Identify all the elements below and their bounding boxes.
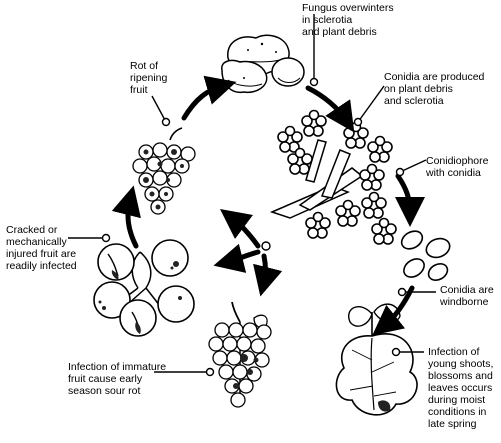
label-fungus-overwinters: Fungus overwinters in sclerotia and plan… <box>302 2 394 38</box>
plant-debris-conidia-illustration <box>272 111 396 245</box>
conidia-illustration <box>398 228 452 284</box>
immature-cluster-illustration <box>209 302 271 407</box>
arrow-conidia-to-spores <box>398 176 410 212</box>
arrow-cracked-to-ripe <box>128 200 136 246</box>
sclerotia-illustration <box>222 35 304 92</box>
label-conidiophore: Conidiophore with conidia <box>426 155 488 179</box>
label-infection-immature: Infection of immature fruit cause early … <box>68 361 166 397</box>
cracked-fruit-illustration <box>94 240 194 336</box>
label-infection-shoots: Infection of young shoots, blossoms and … <box>428 346 493 430</box>
arrow-center-left <box>228 252 258 262</box>
arrow-ripe-to-sclerotia <box>184 86 222 118</box>
rotting-cluster-illustration <box>133 128 195 214</box>
arrow-center-down <box>264 256 266 282</box>
arrow-center-upleft <box>232 218 258 246</box>
label-rot-ripening: Rot of ripening fruit <box>130 60 167 96</box>
infected-shoot-illustration <box>336 304 417 415</box>
label-conidia-windborne: Conidia are windborne <box>440 284 494 308</box>
label-conidia-produced: Conidia are produced on plant debris and… <box>384 71 484 107</box>
label-cracked-fruit: Cracked or mechanically injured fruit ar… <box>6 224 77 272</box>
